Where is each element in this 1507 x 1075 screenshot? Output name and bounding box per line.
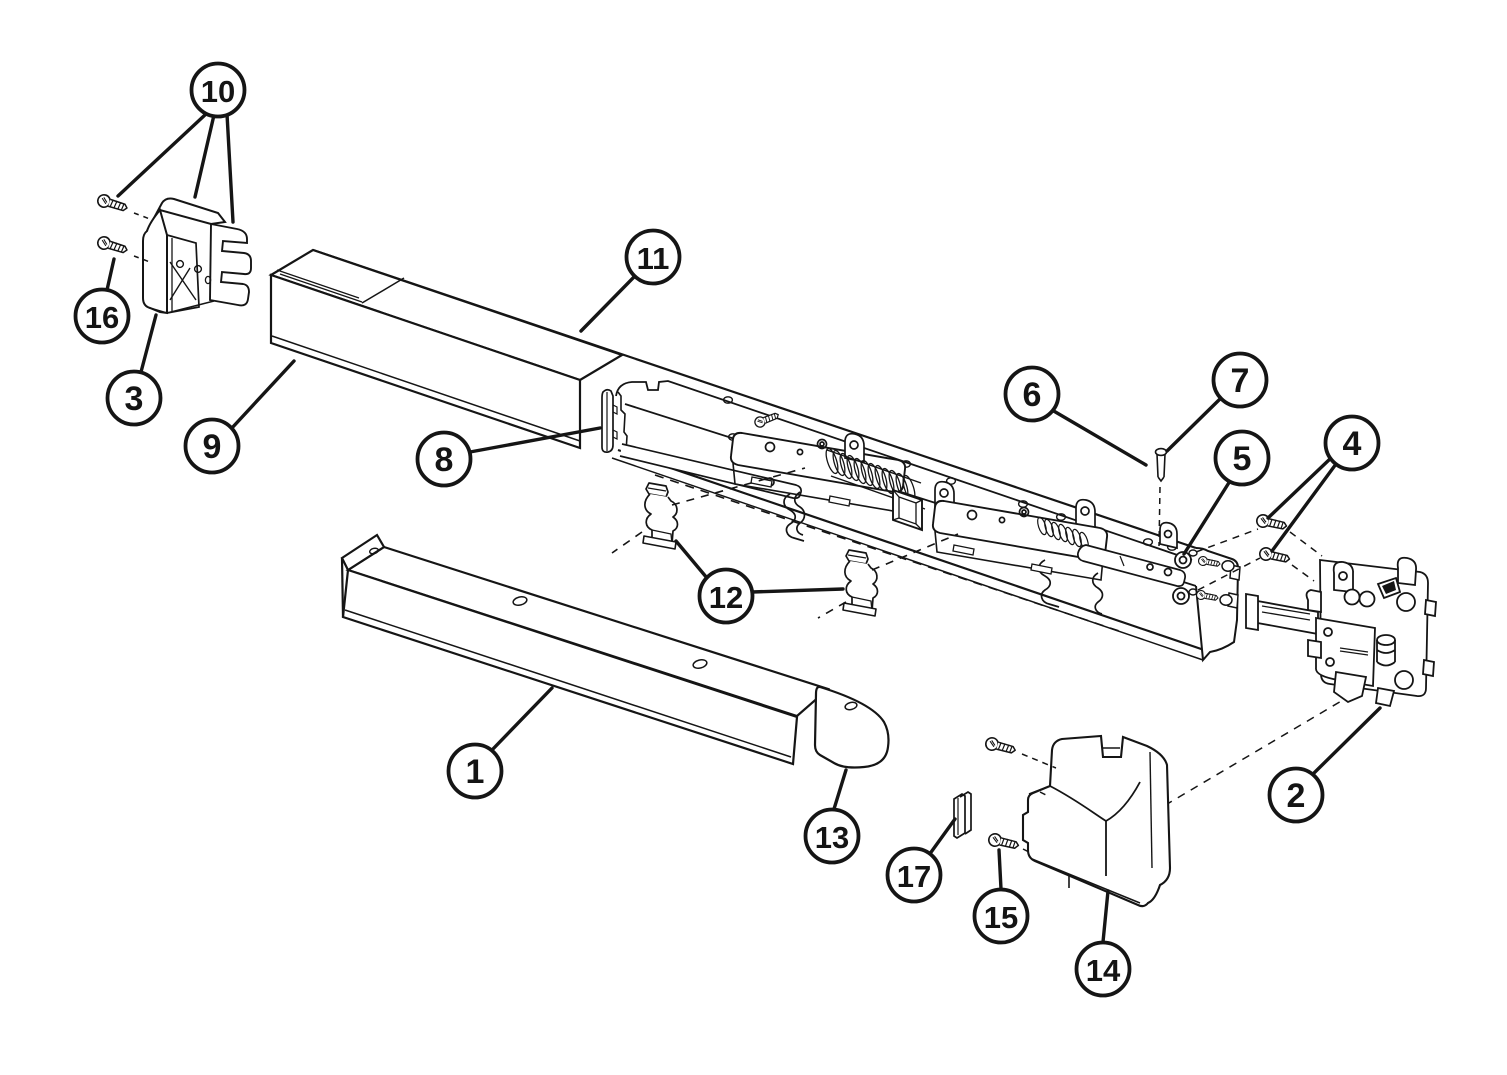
callout-leader-line bbox=[1266, 456, 1333, 520]
callout-circle bbox=[415, 430, 473, 488]
callout-number: 7 bbox=[1231, 362, 1250, 400]
callout-2[interactable]: 2 bbox=[1267, 706, 1382, 824]
callout-8[interactable]: 8 bbox=[415, 426, 602, 488]
callout-number: 15 bbox=[984, 900, 1018, 935]
callout-number: 4 bbox=[1343, 425, 1362, 463]
callout-leader-line bbox=[1311, 706, 1382, 776]
callout-15[interactable]: 15 bbox=[972, 848, 1030, 945]
callout-number: 11 bbox=[637, 241, 670, 276]
callout-leader-line bbox=[927, 817, 957, 857]
callout-leader-line bbox=[832, 768, 848, 811]
callout-14[interactable]: 14 bbox=[1074, 889, 1132, 998]
callout-circle bbox=[1211, 351, 1269, 409]
callout-leader-line bbox=[1101, 889, 1110, 944]
callout-12[interactable]: 12 bbox=[674, 539, 845, 625]
callout-4[interactable]: 4 bbox=[1266, 414, 1381, 553]
callout-circle bbox=[697, 567, 755, 625]
interior-screws bbox=[1195, 555, 1235, 606]
callout-6[interactable]: 6 bbox=[1003, 365, 1148, 467]
callout-circle bbox=[972, 887, 1030, 945]
callout-1[interactable]: 1 bbox=[446, 686, 554, 800]
callout-circle bbox=[1323, 414, 1381, 472]
callout-circle bbox=[1003, 365, 1061, 423]
cover-screw-parts bbox=[983, 735, 1057, 854]
callout-leader-line bbox=[193, 113, 216, 199]
mounting-clip-parts bbox=[611, 467, 959, 619]
callout-circle bbox=[1213, 429, 1271, 487]
callout-number: 8 bbox=[435, 441, 454, 479]
callout-leader-line bbox=[105, 257, 116, 292]
callout-13[interactable]: 13 bbox=[803, 768, 861, 865]
spacer-part bbox=[953, 790, 972, 840]
callout-number: 10 bbox=[201, 74, 235, 109]
callout-number: 13 bbox=[815, 820, 849, 855]
callout-number: 5 bbox=[1233, 440, 1252, 478]
callout-circle bbox=[189, 61, 247, 119]
callout-number: 6 bbox=[1023, 376, 1042, 414]
splice-bracket-part bbox=[601, 388, 618, 453]
callout-leader-line bbox=[1270, 462, 1338, 553]
callout-9[interactable]: 9 bbox=[183, 359, 296, 475]
callout-number: 1 bbox=[466, 753, 485, 791]
latch-assembly-part bbox=[1151, 556, 1437, 814]
callout-number: 3 bbox=[125, 380, 144, 418]
callout-11[interactable]: 11 bbox=[579, 228, 682, 333]
callout-number: 12 bbox=[709, 580, 743, 615]
callout-leader-line bbox=[229, 359, 296, 431]
washer-parts bbox=[1172, 551, 1192, 605]
callout-leader-line bbox=[490, 686, 554, 752]
spring-mechanism bbox=[619, 409, 1186, 615]
callout-16[interactable]: 16 bbox=[73, 257, 131, 345]
callout-10[interactable]: 10 bbox=[116, 61, 247, 224]
callout-circle bbox=[885, 846, 943, 904]
callout-circle bbox=[1267, 766, 1325, 824]
pin-part bbox=[1154, 447, 1168, 547]
callout-leader-line bbox=[1050, 408, 1148, 467]
callout-circle bbox=[803, 807, 861, 865]
callout-leader-line bbox=[468, 426, 602, 454]
push-bar-part bbox=[340, 533, 831, 766]
rail-cover-part bbox=[268, 248, 625, 450]
callout-5[interactable]: 5 bbox=[1182, 429, 1271, 556]
callout-leader-line bbox=[139, 313, 158, 374]
callout-17[interactable]: 17 bbox=[885, 817, 957, 904]
callout-number: 14 bbox=[1086, 953, 1121, 988]
callout-leader-line bbox=[674, 539, 709, 580]
callout-circle bbox=[105, 369, 163, 427]
callout-circle bbox=[446, 742, 504, 800]
callout-7[interactable]: 7 bbox=[1165, 351, 1269, 453]
callout-leader-line bbox=[997, 848, 1003, 891]
callout-leader-line bbox=[750, 587, 845, 594]
callout-number: 16 bbox=[85, 300, 119, 335]
callout-number: 9 bbox=[203, 428, 222, 466]
callout-leader-line bbox=[1165, 396, 1223, 453]
callout-number: 2 bbox=[1287, 777, 1306, 815]
callout-circle bbox=[1074, 940, 1132, 998]
callout-leader-line bbox=[1182, 479, 1232, 556]
callout-3[interactable]: 3 bbox=[105, 313, 163, 427]
callout-circle bbox=[624, 228, 682, 286]
callout-leader-line bbox=[579, 274, 637, 333]
callout-circle bbox=[73, 287, 131, 345]
callout-number: 17 bbox=[897, 859, 931, 894]
bar-end-cap-part bbox=[813, 685, 890, 769]
callout-leader-line bbox=[116, 112, 208, 198]
end-cap-part bbox=[142, 197, 252, 315]
latch-cover-part bbox=[1021, 734, 1172, 908]
end-cap-screws bbox=[95, 192, 151, 263]
callout-circle bbox=[183, 417, 241, 475]
callout-leader-line bbox=[225, 112, 235, 224]
